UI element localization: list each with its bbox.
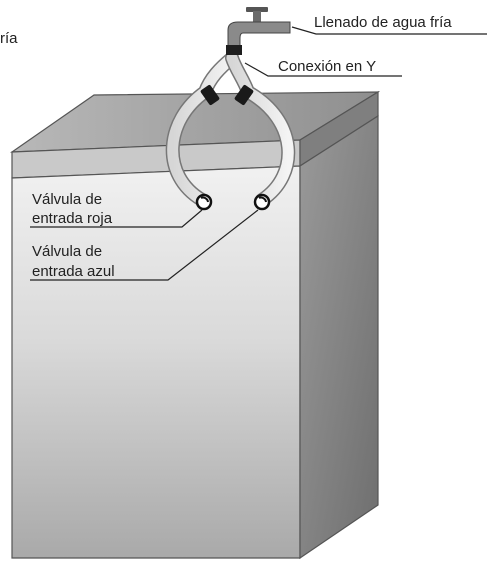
label-leader-lines (30, 26, 487, 281)
washer-cabinet (9, 90, 381, 560)
y-connection-label: Conexión en Y (278, 58, 376, 75)
cabinet-side-panel (299, 114, 379, 560)
y-connection-leader (244, 62, 402, 77)
faucet-handle (246, 7, 268, 12)
right-hose-coupler (234, 84, 254, 106)
left-hose-coupler (200, 84, 220, 106)
cold-water-faucet (226, 7, 291, 55)
blue-valve-leader (30, 209, 259, 281)
cropped-left-label: ría (0, 30, 18, 47)
red-inlet-valve (195, 193, 213, 211)
cold-water-leader (291, 26, 487, 35)
blue-valve-label-line2: entrada azul (32, 263, 115, 280)
red-valve-label-line1: Válvula de (32, 191, 102, 208)
blue-valve-label-line1: Válvula de (32, 243, 102, 260)
faucet-spout (227, 21, 291, 47)
y-connection-hoses (165, 51, 296, 207)
blue-inlet-valve (253, 193, 271, 211)
faucet-connector-nut (226, 45, 242, 55)
cold-water-fill-label: Llenado de agua fría (314, 14, 452, 31)
red-valve-label-line2: entrada roja (32, 210, 113, 227)
red-valve-leader (30, 209, 203, 228)
